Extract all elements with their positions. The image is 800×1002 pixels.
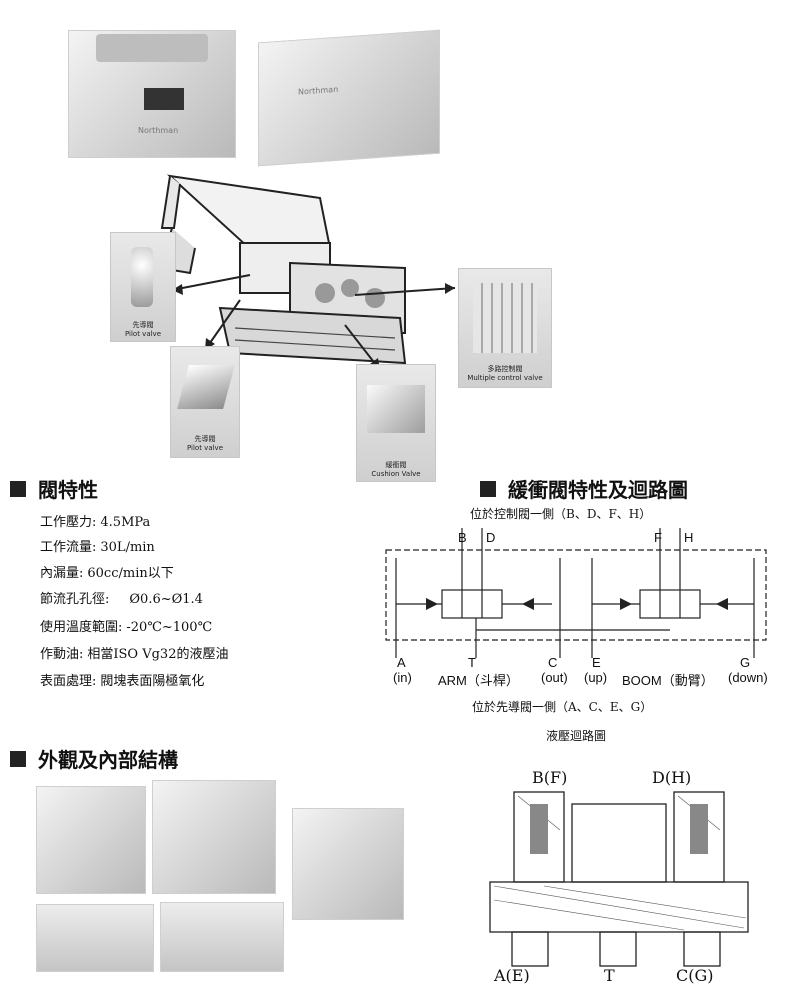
brand-label-right: Northman [298,84,339,97]
cushion-valve-icon [367,385,425,433]
section-label-cg: C(G) [676,966,714,985]
circuit-bottom-note: 位於先導閥一側（A、C、E、G） [472,700,653,714]
port-h-label: H [684,530,694,545]
nameplate [144,88,184,110]
valve-features-heading: 閥特性 [10,474,98,503]
appearance-photo-1 [36,786,146,894]
section-label-dh: D(H) [652,768,692,787]
spec-row: 節流孔孔徑:Ø0.6~Ø1.4 [40,592,203,607]
spec-row: 作動油:相當ISO Vg32的液壓油 [40,647,229,662]
multiple-control-caption-en: Multiple control valve [467,374,543,382]
multiple-control-icon [473,283,537,353]
section-label-t: T [604,966,615,985]
port-d-label: D [486,530,496,545]
brand-label-left: Northman [138,126,179,135]
port-a-label: A [397,655,406,670]
circuit-top-note: 位於控制閥一側（B、D、F、H） [470,507,652,521]
pedal-icon [177,365,235,409]
section-bullet-icon [10,750,26,767]
hydraulic-circuit-diagram [385,528,767,658]
spec-row: 內漏量:60cc/min以下 [40,566,174,581]
port-g-desc: (down) [728,670,768,685]
valve-photo-top-right: Northman [258,29,440,167]
port-t-desc: ARM（斗桿） [438,673,519,688]
pilot-valve-1-caption-en: Pilot valve [124,330,162,338]
spec-row: 工作壓力:4.5MPa [40,515,151,530]
appearance-photo-4 [36,904,154,972]
valve-section-drawing [489,791,749,967]
cushion-valve-caption: 緩衝閥 [385,461,407,469]
multiple-control-card: 多路控制閥 Multiple control valve [458,268,552,388]
appearance-heading: 外觀及內部結構 [10,744,178,773]
boom-desc: BOOM（動臂） [622,673,714,688]
port-c-desc: (out) [541,670,568,685]
appearance-photo-5 [160,902,284,972]
section-bullet-icon [480,480,496,497]
section-label-bf: B(F) [532,768,568,787]
valve-block-top [96,34,208,62]
spec-row: 表面處理:閥塊表面陽極氧化 [40,674,205,689]
pilot-valve-2-caption-en: Pilot valve [186,444,224,452]
circuit-diagram-caption: 液壓迴路圖 [546,729,607,743]
appearance-photo-2 [152,780,276,894]
port-f-label: F [654,530,662,545]
port-b-label: B [458,530,467,545]
cushion-valve-card: 緩衝閥 Cushion Valve [356,364,436,482]
appearance-photo-3 [292,808,404,920]
section-bullet-icon [10,480,26,497]
joystick-icon [131,247,153,307]
valve-photo-top-left: Northman [68,30,236,158]
port-t-label: T [468,655,476,670]
section-label-ae: A(E) [494,966,530,985]
pilot-valve-2-caption: 先導閥 [194,435,216,443]
port-a-desc: (in) [393,670,412,685]
port-e-desc: (up) [584,670,608,685]
spec-row: 工作流量:30L/min [40,540,155,555]
port-e-label: E [592,655,601,670]
spec-row: 使用溫度範圍:-20℃~100℃ [40,620,213,635]
pilot-valve-1-caption: 先導閥 [132,321,154,329]
circuit-heading: 緩衝閥特性及迴路圖 [480,474,688,503]
pilot-valve-card-2: 先導閥 Pilot valve [170,346,240,458]
port-c-label: C [548,655,558,670]
multiple-control-caption: 多路控制閥 [487,365,523,373]
cushion-valve-caption-en: Cushion Valve [371,470,421,478]
pilot-valve-card-1: 先導閥 Pilot valve [110,232,176,342]
excavator-illustration [158,174,407,365]
port-g-label: G [740,655,751,670]
